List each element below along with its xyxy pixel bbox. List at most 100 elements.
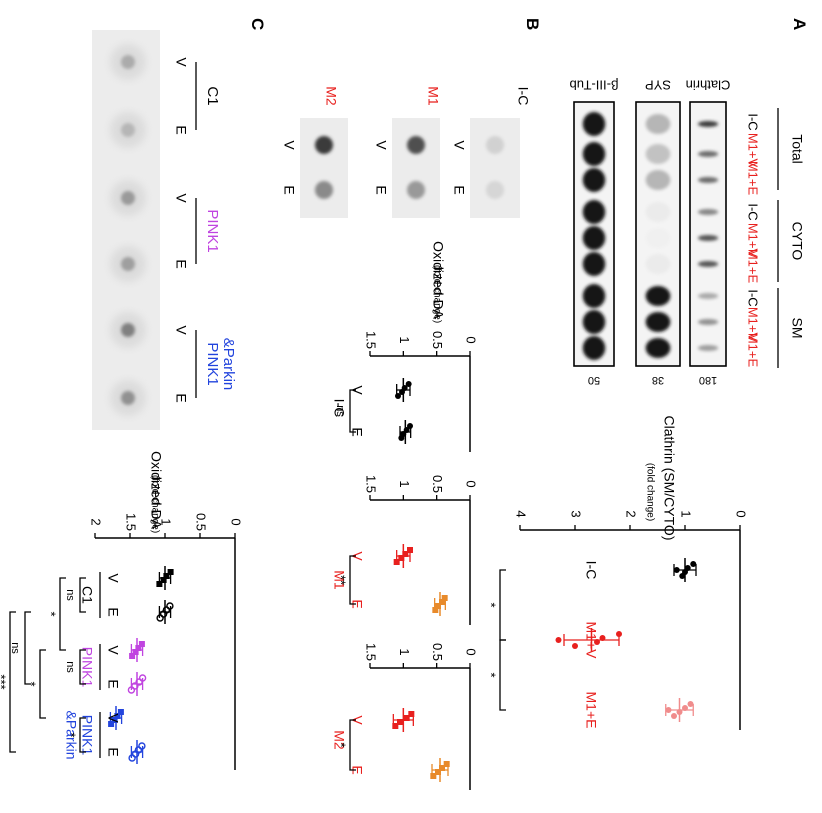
group-label: M2	[331, 730, 347, 750]
lane-label: M1+V	[746, 133, 761, 168]
blot-band	[582, 112, 606, 136]
data-point	[135, 678, 143, 686]
blot-band	[582, 284, 606, 308]
data-point	[679, 573, 686, 579]
strip-clathrin	[689, 101, 727, 367]
significance-label: ns	[334, 405, 346, 417]
panel-label-c: C	[248, 18, 267, 30]
significance-bracket	[79, 649, 86, 685]
data-point	[399, 389, 405, 395]
group-label: CYTO	[789, 222, 805, 261]
significance-label: ns	[64, 589, 76, 601]
dotblot-b-row-label: M2	[323, 86, 339, 106]
y-tick-label: 1.5	[124, 513, 139, 531]
blot-band	[582, 142, 606, 166]
y-tick-label: 2	[624, 510, 639, 517]
group-label: I-C	[331, 399, 347, 418]
y-tick-label: 1	[397, 480, 412, 487]
data-point	[395, 393, 401, 399]
blot-band	[582, 168, 606, 192]
category-label: M1+V	[583, 622, 599, 660]
significance-label: *	[64, 732, 79, 737]
significance-label: ***	[0, 674, 9, 689]
blot-band	[645, 338, 671, 358]
size-label: 180	[699, 374, 717, 386]
y-tick-label: 1.5	[364, 331, 379, 349]
lane-label: M1+E	[746, 161, 761, 196]
category-label: E	[105, 747, 121, 756]
dotblot-b-membrane	[470, 118, 520, 218]
dotblot-c-group-label: PINK1	[204, 342, 221, 385]
dotblot-c-col-label: E	[173, 125, 189, 134]
data-point	[671, 713, 677, 719]
blot-band	[645, 254, 671, 274]
y-tick-label: 1.5	[364, 475, 379, 493]
y-tick-label: 0	[734, 510, 749, 517]
data-point	[430, 773, 437, 779]
category-label: E	[105, 679, 121, 688]
dotblot-c-dot	[121, 323, 135, 337]
group-label: M1	[331, 570, 347, 590]
dotblot-c-group-label: C1	[204, 86, 221, 105]
category-label: E	[349, 427, 365, 436]
blot-band	[582, 336, 606, 360]
data-point	[673, 567, 680, 573]
significance-bracket	[349, 719, 356, 771]
data-point	[392, 723, 399, 729]
dotblot-c-col-label: V	[173, 193, 189, 203]
data-point	[665, 707, 672, 713]
dotblot-b-col-label: V	[281, 140, 297, 150]
group-label: C1	[79, 586, 95, 604]
group-label: SM	[789, 318, 805, 339]
significance-label: **	[334, 575, 349, 585]
data-point	[398, 555, 405, 561]
category-label: M1+E	[583, 692, 599, 729]
dotblot-c-dot	[121, 257, 135, 271]
chart-ylabel: (fold change)	[644, 463, 655, 521]
dotblot-b-col-label: V	[373, 140, 389, 150]
dotblot-b-dot	[486, 136, 504, 154]
category-label: V	[349, 385, 365, 395]
dotblot-c-col-label: E	[173, 393, 189, 402]
significance-label: *	[334, 742, 349, 747]
significance-bracket	[9, 611, 16, 753]
blot-band	[697, 209, 719, 215]
y-tick-label: 1	[397, 336, 412, 343]
y-tick-label: 1	[397, 648, 412, 655]
dotblot-c-dot	[121, 55, 135, 69]
group-label: &Parkin	[63, 710, 79, 759]
dotblot-b-membrane	[392, 118, 440, 218]
blot-band	[697, 121, 719, 127]
blot-band	[697, 293, 719, 299]
blot-band	[697, 345, 719, 351]
data-point	[599, 635, 606, 641]
blot-band	[697, 177, 719, 183]
y-tick-label: 0.5	[430, 643, 445, 661]
category-label: E	[105, 607, 121, 616]
dotblot-b-col-label: E	[451, 185, 467, 194]
blot-band	[645, 114, 671, 134]
panel-label-b: B	[523, 18, 542, 30]
significance-bracket	[39, 649, 46, 719]
marker-label: SYP	[645, 78, 671, 93]
data-point	[398, 435, 405, 441]
category-label: E	[349, 599, 365, 608]
dotblot-c-dot	[121, 123, 135, 137]
blot-band	[645, 228, 671, 248]
data-point	[616, 631, 622, 637]
category-label: V	[349, 551, 365, 561]
significance-bracket	[349, 389, 356, 433]
y-tick-label: 0	[464, 336, 479, 343]
y-tick-label: 0	[464, 648, 479, 655]
chart-ylabel: (fold change)	[431, 265, 442, 323]
blot-band	[582, 252, 606, 276]
panel-label-a: A	[790, 18, 809, 30]
dotblot-c-dot	[121, 191, 135, 205]
blot-band	[582, 200, 606, 224]
dotblot-c-col-label: E	[173, 259, 189, 268]
y-tick-label: 1	[679, 510, 694, 517]
y-tick-label: 0	[464, 480, 479, 487]
y-tick-label: 3	[569, 510, 584, 517]
